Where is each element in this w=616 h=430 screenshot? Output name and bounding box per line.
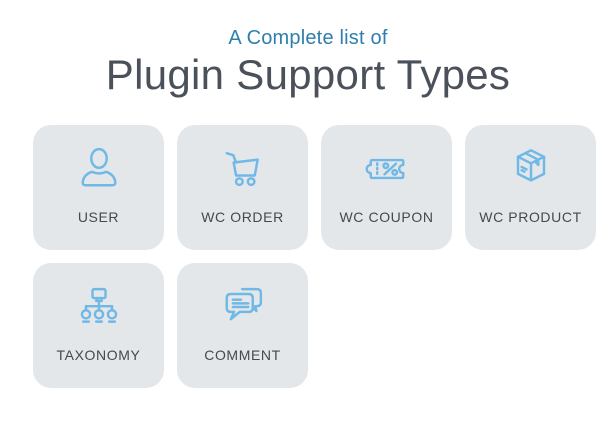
comment-icon [217,281,269,333]
card-label: WC COUPON [339,209,434,225]
user-icon [73,143,125,195]
card-label: USER [77,209,120,225]
card-comment: COMMENT [177,263,308,388]
header: A Complete list of Plugin Support Types [0,0,616,98]
card-taxonomy: TAXONOMY [33,263,164,388]
taxonomy-icon [73,281,125,333]
support-types-grid: USER WC ORDER [33,125,603,388]
card-label: TAXONOMY [56,347,141,363]
card-wc-coupon: WC COUPON [321,125,452,250]
coupon-icon [361,143,413,195]
card-wc-order: WC ORDER [177,125,308,250]
card-wc-product: WC PRODUCT [465,125,596,250]
card-label: WC ORDER [201,209,284,225]
card-label: COMMENT [204,347,281,363]
card-user: USER [33,125,164,250]
product-box-icon [505,143,557,195]
shopping-cart-icon [217,143,269,195]
page-title: Plugin Support Types [105,51,511,98]
page-subtitle: A Complete list of [228,27,388,49]
card-label: WC PRODUCT [479,209,582,225]
